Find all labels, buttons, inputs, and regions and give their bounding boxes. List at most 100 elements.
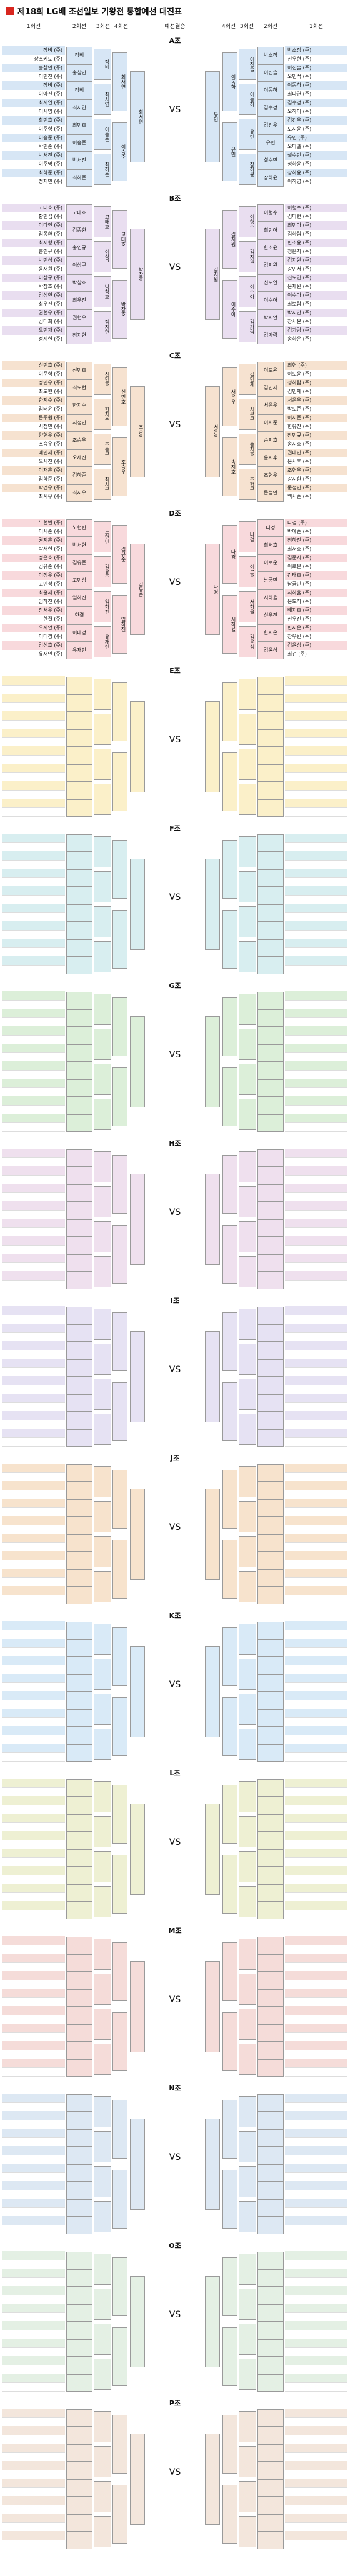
player-row [285, 877, 348, 887]
round1-winner [66, 1639, 92, 1657]
player-row [2, 886, 65, 896]
player-row: 윤도하 (주) [288, 599, 312, 604]
round1-winner: 고태호 [66, 204, 92, 222]
round2-winner [94, 1029, 111, 1060]
round2-winner [239, 836, 256, 867]
player-row [285, 1429, 348, 1438]
bracket-left-side [2, 2094, 150, 2234]
round2-winner: 이형수 [239, 206, 256, 237]
player-row [2, 2120, 65, 2129]
player-row [285, 1219, 348, 1228]
player-row [2, 1359, 65, 1368]
round1-winner [66, 904, 92, 922]
round4-winner [130, 1804, 145, 1895]
player-row [285, 2225, 348, 2234]
player-row: 도시윤 (주) [288, 126, 312, 132]
round3-winner: 서하율 [222, 595, 238, 654]
player-row [2, 851, 65, 861]
player-row [2, 1306, 65, 1315]
player-row: 최현 (주) [285, 361, 348, 370]
round1-winner [258, 2462, 284, 2479]
round2-winner [239, 1186, 256, 1217]
bracket-right-side [200, 1621, 348, 1762]
player-row [285, 1044, 348, 1053]
round1-winner: 정지헌 [66, 327, 92, 344]
round1-winner [258, 2007, 284, 2024]
player-row: 양현우 (주) [2, 431, 65, 440]
player-row: 김성현 (주) [2, 291, 65, 300]
round1-winner [66, 852, 92, 869]
round1-winner [258, 729, 284, 747]
player-row [285, 1105, 348, 1114]
player-row [2, 1744, 65, 1753]
round3-winner: 조승우 [112, 437, 128, 496]
group-title: K조 [169, 1612, 181, 1620]
round2-winner [239, 2289, 256, 2320]
round1-winner: 이로운 [258, 554, 284, 572]
player-row: 이다인 (주) [2, 221, 65, 230]
round1-winner [258, 992, 284, 1009]
round3-winner [222, 997, 238, 1056]
player-row [2, 1070, 65, 1079]
player-row [285, 1971, 348, 1980]
round1-winner [66, 1324, 92, 1342]
player-row [285, 1849, 348, 1858]
player-row [285, 1472, 348, 1482]
round3-winner [112, 2100, 128, 2159]
round1-winner [258, 1464, 284, 1482]
round2-winner [239, 1781, 256, 1812]
player-row [285, 1691, 348, 1700]
player-row [285, 2269, 348, 2278]
player-row: 김유준 (주) [38, 564, 62, 569]
round2-winner [239, 1414, 256, 1445]
round1-winner [66, 2112, 92, 2129]
player-row: 정하람 (주) [285, 379, 348, 387]
player-row [2, 2514, 65, 2523]
player-row [2, 1542, 65, 1552]
player-row [2, 1875, 65, 1884]
player-row [285, 2120, 348, 2129]
round1-winner [258, 1377, 284, 1394]
player-row [285, 2164, 348, 2173]
player-row [2, 904, 65, 913]
round1-winner [258, 1079, 284, 1097]
player-row [285, 1122, 348, 1132]
player-row [285, 2277, 348, 2287]
player-row [285, 1464, 348, 1473]
player-row [285, 1367, 348, 1377]
round1-winner [66, 1779, 92, 1797]
player-row [2, 2129, 65, 2138]
player-row [2, 746, 65, 756]
round4-winner [130, 859, 145, 950]
player-row [285, 1437, 348, 1447]
player-row: 박창호 (주) [38, 284, 62, 289]
round1-winner [258, 1359, 284, 1377]
player-row [2, 1481, 65, 1490]
player-row [2, 1709, 65, 1718]
player-row: 이수아 (주) [285, 291, 348, 300]
player-row [285, 1227, 348, 1237]
round2-winner: 최서연 [94, 84, 111, 115]
player-row [2, 2435, 65, 2444]
round4-winner [130, 1174, 145, 1265]
header-col: 4회전 [221, 24, 236, 30]
round1-winner [258, 1639, 284, 1657]
player-row [285, 1350, 348, 1359]
player-row [285, 2199, 348, 2208]
player-row [2, 1402, 65, 1412]
round3-winner [112, 1942, 128, 2001]
round4-winner [205, 2276, 220, 2367]
player-row [2, 1954, 65, 1963]
player-row: 김선호 (주) [2, 641, 65, 650]
player-row [285, 1936, 348, 1945]
round1-winner [66, 2024, 92, 2042]
round1-winner: 이승준 [66, 134, 92, 152]
player-row [285, 1560, 348, 1569]
player-row [285, 1866, 348, 1875]
player-row [285, 1796, 348, 1805]
round2-winner [94, 2324, 111, 2355]
round3-winner [112, 840, 128, 899]
round1-winner [258, 1114, 284, 1132]
vs-label: VS [169, 105, 181, 115]
